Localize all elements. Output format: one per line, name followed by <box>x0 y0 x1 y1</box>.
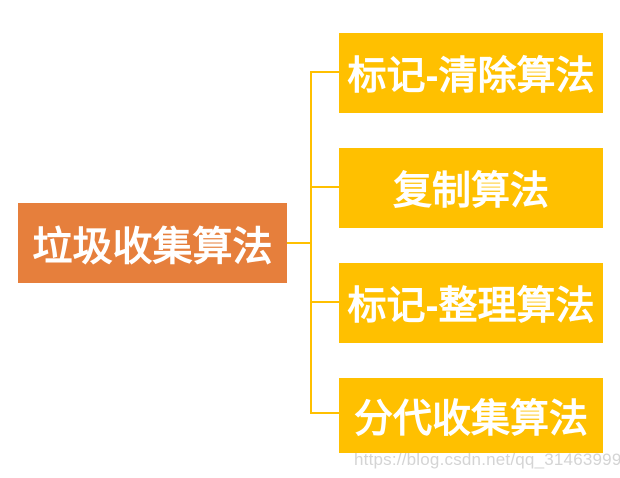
connector-branch-3-stub <box>310 301 339 303</box>
branch-node-label: 分代收集算法 <box>353 397 588 441</box>
watermark-url: https://blog.csdn.net/qq_31463999 <box>354 450 620 469</box>
branch-node-copying: 复制算法 <box>339 148 603 228</box>
root-node-garbage-collection-algorithms: 垃圾收集算法 <box>18 203 287 283</box>
connector-branch-4-stub <box>310 412 339 414</box>
connector-branch-2-stub <box>310 186 339 188</box>
branch-node-label: 标记-整理算法 <box>347 285 595 328</box>
branch-node-label: 标记-清除算法 <box>347 55 595 98</box>
branch-node-mark-sweep: 标记-清除算法 <box>339 33 603 113</box>
root-node-label: 垃圾收集算法 <box>32 225 273 269</box>
branch-node-label: 复制算法 <box>392 170 549 213</box>
connector-root-to-trunk <box>286 242 312 244</box>
branch-node-mark-compact: 标记-整理算法 <box>339 263 603 343</box>
branch-node-generational: 分代收集算法 <box>339 378 603 453</box>
connector-branch-1-stub <box>310 71 339 73</box>
connector-trunk-line <box>310 71 312 414</box>
